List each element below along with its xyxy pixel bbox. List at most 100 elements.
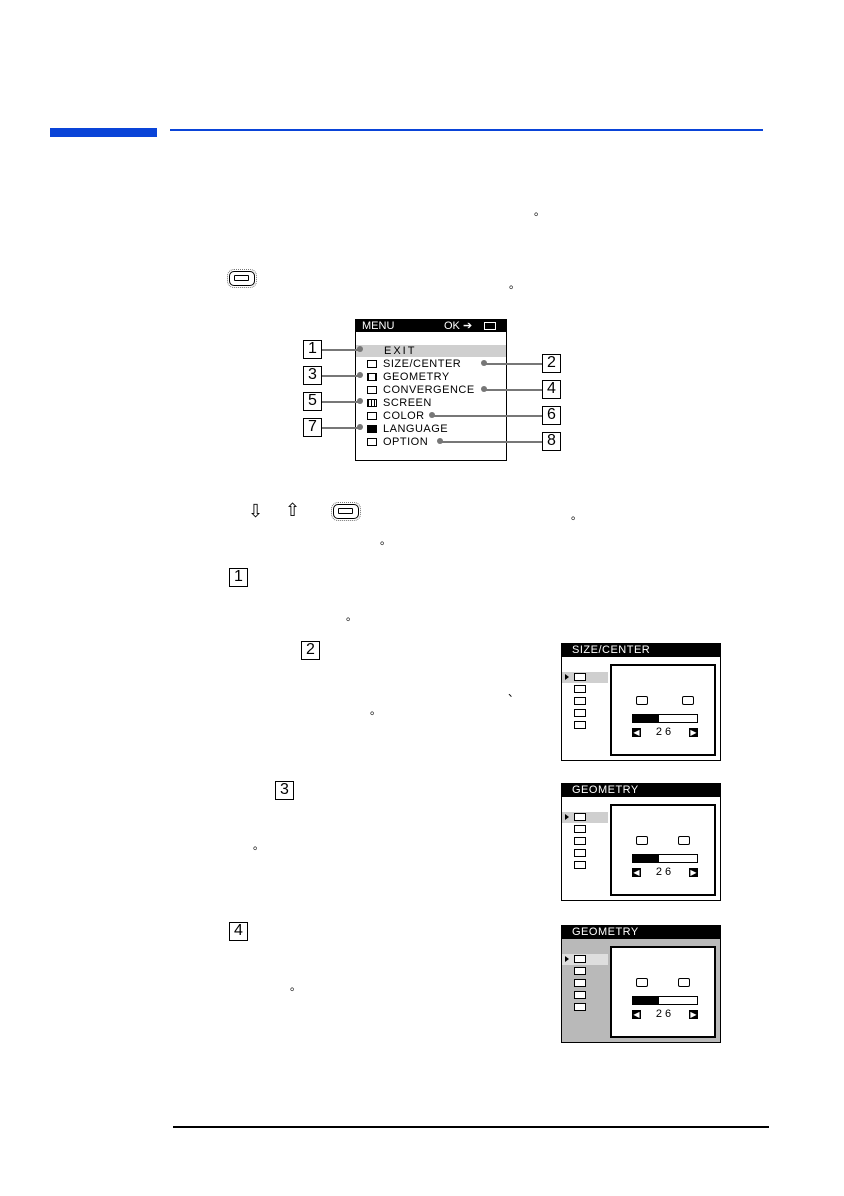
language-icon bbox=[367, 425, 377, 433]
panel-adjust-area: ◀ 26 ▶ bbox=[610, 804, 716, 896]
bullet-mark: 。 bbox=[509, 279, 520, 291]
increase-icon[interactable]: ▶ bbox=[689, 728, 698, 737]
bullet-mark: 。 bbox=[380, 535, 391, 547]
geometry-panel-gray: GEOMETRY ◀ 26 ▶ bbox=[561, 925, 721, 1043]
keystone-icon bbox=[574, 991, 586, 999]
header-rule bbox=[170, 129, 763, 131]
section-tab bbox=[50, 128, 157, 137]
geometry-icon bbox=[367, 373, 377, 381]
down-arrow-icon: ⇩ bbox=[248, 501, 264, 521]
rotation-icon bbox=[574, 955, 586, 963]
level-fill bbox=[633, 855, 659, 862]
callout-5: 5 bbox=[303, 392, 322, 411]
callout-6: 6 bbox=[542, 406, 561, 425]
pin-balance-icon bbox=[574, 979, 586, 987]
leader-line bbox=[484, 389, 542, 391]
leader-line bbox=[322, 375, 360, 377]
menu-item-screen[interactable]: SCREEN bbox=[356, 397, 506, 409]
keystone-icon bbox=[574, 849, 586, 857]
increase-icon[interactable]: ▶ bbox=[689, 1010, 698, 1019]
pointer-icon bbox=[565, 956, 569, 962]
tilt-right-icon bbox=[678, 978, 690, 987]
menu-item-label: LANGUAGE bbox=[383, 423, 449, 435]
menu-item-option[interactable]: OPTION bbox=[356, 436, 506, 448]
size-center-panel: SIZE/CENTER ◀ 26 ▶ bbox=[561, 643, 721, 761]
pointer-icon bbox=[565, 814, 569, 820]
level-bar[interactable] bbox=[632, 854, 698, 863]
geometry-panel: GEOMETRY ◀ 26 ▶ bbox=[561, 783, 721, 901]
step-marker-3: 3 bbox=[275, 781, 294, 800]
size-center-icon bbox=[367, 360, 377, 368]
leader-dot bbox=[357, 346, 363, 352]
callout-1: 1 bbox=[303, 340, 322, 359]
bullet-mark: 。 bbox=[346, 611, 357, 623]
leader-line bbox=[322, 349, 360, 351]
key-balance-icon bbox=[574, 861, 586, 869]
leader-dot bbox=[357, 398, 363, 404]
tilt-left-icon bbox=[636, 836, 648, 845]
menu-item-convergence[interactable]: CONVERGENCE bbox=[356, 384, 506, 396]
narrow-icon bbox=[636, 696, 648, 705]
wide-icon bbox=[682, 696, 694, 705]
level-fill bbox=[633, 715, 659, 722]
level-value: 26 bbox=[655, 726, 675, 738]
step-marker-4: 4 bbox=[229, 922, 248, 941]
panel-adjust-area: ◀ 26 ▶ bbox=[610, 664, 716, 756]
bullet-mark: 。 bbox=[571, 510, 582, 522]
key-balance-icon bbox=[574, 1003, 586, 1011]
menu-item-label: EXIT bbox=[384, 345, 417, 357]
menu-title: MENU bbox=[362, 320, 395, 332]
option-icon bbox=[367, 438, 377, 446]
leader-line bbox=[322, 401, 360, 403]
pincushion-icon bbox=[574, 967, 586, 975]
color-icon bbox=[367, 412, 377, 420]
pointer-icon bbox=[565, 674, 569, 680]
leader-dot bbox=[357, 424, 363, 430]
leader-line bbox=[484, 363, 542, 365]
panel-title: GEOMETRY bbox=[562, 784, 720, 797]
bullet-mark: 。 bbox=[253, 840, 264, 852]
level-bar[interactable] bbox=[632, 996, 698, 1005]
callout-2: 2 bbox=[542, 354, 561, 373]
level-fill bbox=[633, 997, 659, 1004]
bullet-mark: 。 bbox=[534, 206, 545, 218]
zoom-icon bbox=[574, 721, 586, 729]
h-size-icon bbox=[574, 673, 586, 681]
panel-adjust-area: ◀ 26 ▶ bbox=[610, 946, 716, 1038]
step-marker-2: 2 bbox=[301, 641, 320, 660]
menu-item-size-center[interactable]: SIZE/CENTER bbox=[356, 358, 506, 370]
menu-item-geometry[interactable]: GEOMETRY bbox=[356, 371, 506, 383]
menu-item-color[interactable]: COLOR bbox=[356, 410, 506, 422]
pincushion-icon bbox=[574, 825, 586, 833]
decrease-icon[interactable]: ◀ bbox=[632, 728, 641, 737]
level-value: 26 bbox=[655, 866, 675, 878]
menu-item-label: SCREEN bbox=[383, 397, 432, 409]
menu-item-label: SIZE/CENTER bbox=[383, 358, 462, 370]
panel-title: SIZE/CENTER bbox=[562, 644, 720, 657]
leader-line bbox=[432, 415, 542, 417]
step-marker-1: 1 bbox=[229, 568, 248, 587]
decrease-icon[interactable]: ◀ bbox=[632, 868, 641, 877]
menu-item-exit[interactable]: EXIT bbox=[356, 345, 506, 357]
pin-balance-icon bbox=[574, 837, 586, 845]
menu-item-label: COLOR bbox=[383, 410, 425, 422]
menu-button-icon bbox=[227, 269, 257, 288]
rotation-icon bbox=[574, 813, 586, 821]
menu-item-label: OPTION bbox=[383, 436, 429, 448]
footer-rule bbox=[173, 1126, 769, 1128]
up-arrow-icon: ⇧ bbox=[285, 500, 301, 520]
leader-dot bbox=[357, 372, 363, 378]
bullet-mark: 。 bbox=[290, 981, 301, 993]
menu-item-label: CONVERGENCE bbox=[383, 384, 475, 396]
tilt-left-icon bbox=[636, 978, 648, 987]
v-center-icon bbox=[574, 709, 586, 717]
increase-icon[interactable]: ▶ bbox=[689, 868, 698, 877]
convergence-icon bbox=[367, 386, 377, 394]
leader-line bbox=[322, 427, 360, 429]
leader-line bbox=[440, 441, 542, 443]
decrease-icon[interactable]: ◀ bbox=[632, 1010, 641, 1019]
menu-button-icon bbox=[331, 502, 361, 521]
level-bar[interactable] bbox=[632, 714, 698, 723]
menu-item-language[interactable]: LANGUAGE bbox=[356, 423, 506, 435]
callout-7: 7 bbox=[303, 418, 322, 437]
